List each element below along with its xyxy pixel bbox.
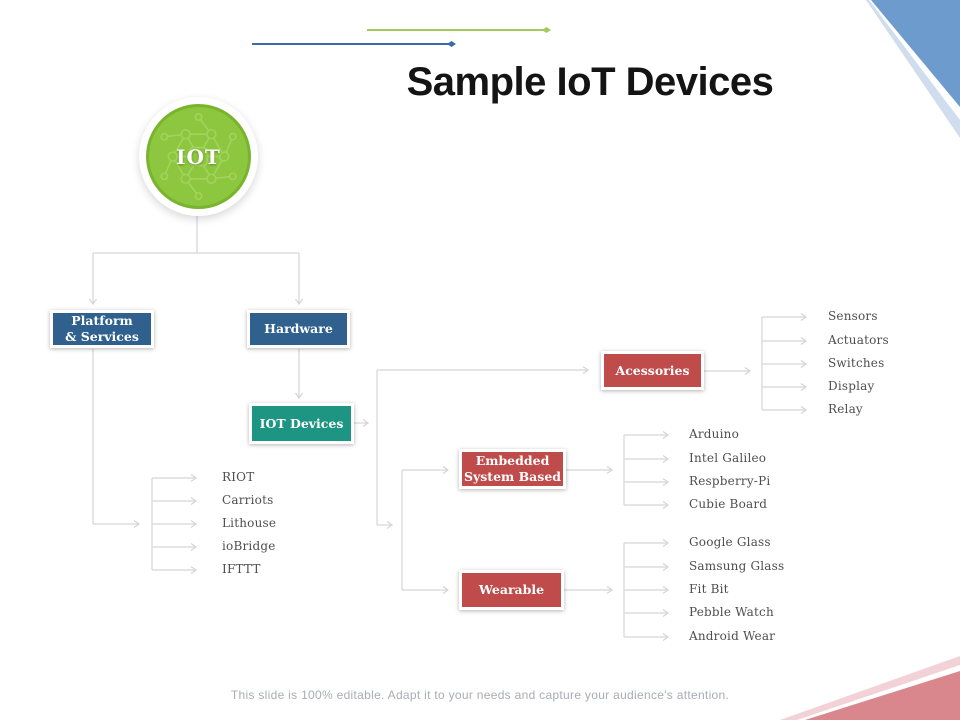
node-iot-devices: IOT Devices bbox=[249, 403, 354, 444]
leaf-item: Google Glass bbox=[689, 535, 771, 549]
title-accent-lines bbox=[252, 27, 551, 47]
corner-top-right-decoration bbox=[866, 0, 960, 138]
node-wearable: Wearable bbox=[459, 570, 564, 610]
node-acessories: Acessories bbox=[601, 351, 704, 390]
node-label: & Services bbox=[65, 329, 139, 344]
leaf-item: Fit Bit bbox=[689, 582, 729, 596]
page-title: Sample IoT Devices bbox=[406, 60, 774, 104]
leaf-item: Respberry-Pi bbox=[689, 474, 771, 488]
leaf-item: Carriots bbox=[222, 493, 274, 507]
node-label: Platform bbox=[71, 313, 133, 329]
leaf-item: Pebble Watch bbox=[689, 605, 774, 619]
leaf-item: Switches bbox=[828, 356, 885, 370]
node-label: IOT Devices bbox=[259, 415, 344, 431]
root-node-label: IOT bbox=[176, 144, 221, 169]
node-hardware: Hardware bbox=[247, 310, 350, 348]
leaf-item: IFTTT bbox=[222, 562, 261, 576]
leaf-item: Sensors bbox=[828, 309, 878, 323]
iot-network-icon bbox=[160, 112, 237, 201]
node-platform-services: Platform & Services bbox=[50, 310, 154, 348]
leaf-item: Display bbox=[828, 379, 875, 393]
corner-bottom-right-decoration bbox=[780, 656, 960, 720]
node-label: Wearable bbox=[478, 582, 545, 598]
leaf-item: Intel Galileo bbox=[689, 451, 767, 465]
iot-circle: IOT bbox=[146, 104, 251, 209]
leaf-item: Lithouse bbox=[222, 516, 277, 530]
node-label: Acessories bbox=[615, 362, 690, 378]
leaf-item: Cubie Board bbox=[689, 497, 768, 511]
leaf-item: Arduino bbox=[689, 427, 740, 441]
node-embedded-system-based: Embedded System Based bbox=[459, 449, 566, 489]
leaf-item: RIOT bbox=[222, 470, 255, 484]
leaf-item: Android Wear bbox=[689, 629, 776, 643]
leaf-item: Samsung Glass bbox=[689, 559, 785, 573]
node-label: Embedded bbox=[475, 453, 550, 469]
leaf-item: ioBridge bbox=[222, 539, 276, 553]
leaf-item: Actuators bbox=[828, 333, 889, 347]
root-node-iot: IOT bbox=[139, 97, 258, 216]
tree-connectors bbox=[89, 216, 808, 641]
leaf-item: Relay bbox=[828, 402, 863, 416]
footer-note: This slide is 100% editable. Adapt it to… bbox=[230, 688, 730, 702]
node-label: System Based bbox=[463, 469, 562, 484]
node-label: Hardware bbox=[264, 321, 333, 337]
